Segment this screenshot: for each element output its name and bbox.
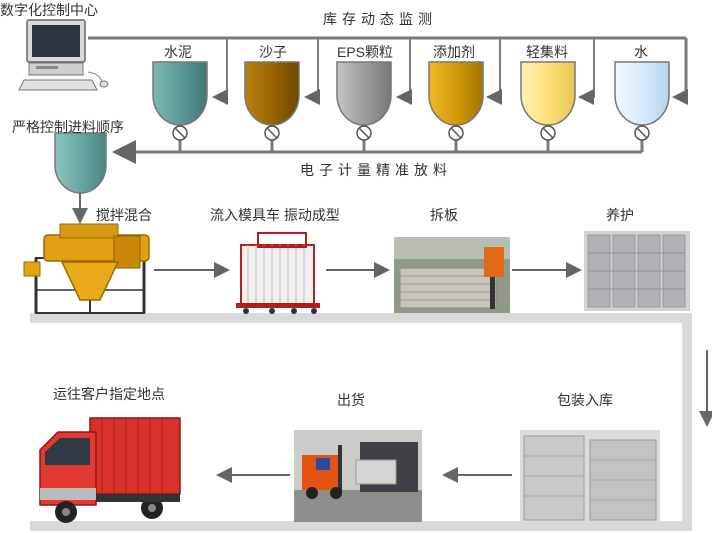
mixer-machine-image bbox=[23, 223, 150, 314]
silo-label-eps: EPS颗粒 bbox=[337, 44, 394, 60]
mixing-hopper bbox=[54, 132, 107, 194]
control-center-title: 数字化控制中心 bbox=[0, 2, 98, 18]
mold-cart-image bbox=[236, 232, 320, 314]
step-label-shipping: 出货 bbox=[337, 392, 365, 408]
metering-label: 电子计量精准放料 bbox=[300, 162, 452, 178]
silo-lightweight-aggregate bbox=[520, 61, 576, 141]
packaging-photo bbox=[520, 430, 660, 522]
silo-cement bbox=[152, 61, 208, 141]
step-label-curing: 养护 bbox=[606, 207, 634, 223]
feed-order-label: 严格控制进料顺序 bbox=[12, 119, 124, 135]
process-track bbox=[30, 313, 692, 531]
curing-photo bbox=[584, 231, 690, 311]
metering-line bbox=[112, 135, 644, 164]
silo-label-additive: 添加剂 bbox=[433, 44, 475, 60]
monitoring-title: 库存动态监测 bbox=[323, 11, 437, 27]
step-label-demolding: 拆板 bbox=[430, 207, 458, 223]
silo-water bbox=[614, 61, 670, 141]
silo-eps bbox=[336, 61, 392, 141]
monitoring-feed-arrows bbox=[212, 38, 688, 105]
monitoring-line bbox=[88, 36, 688, 97]
step-label-delivery: 运往客户指定地点 bbox=[53, 386, 165, 402]
demolding-photo bbox=[394, 237, 510, 313]
silo-label-cement: 水泥 bbox=[164, 44, 192, 60]
silo-additive bbox=[428, 61, 484, 141]
silo-label-lightweight-aggregate: 轻集料 bbox=[526, 44, 568, 60]
silo-sand bbox=[244, 61, 300, 141]
shipping-photo bbox=[294, 430, 422, 522]
silo-label-sand: 沙子 bbox=[259, 44, 287, 60]
computer-icon bbox=[18, 19, 109, 91]
step-label-mixing: 搅拌混合 bbox=[96, 207, 152, 223]
delivery-truck-image bbox=[39, 417, 181, 523]
silo-label-water: 水 bbox=[634, 44, 648, 60]
step-label-molding: 流入模具车 振动成型 bbox=[210, 207, 340, 223]
step-label-packaging: 包装入库 bbox=[557, 392, 613, 408]
